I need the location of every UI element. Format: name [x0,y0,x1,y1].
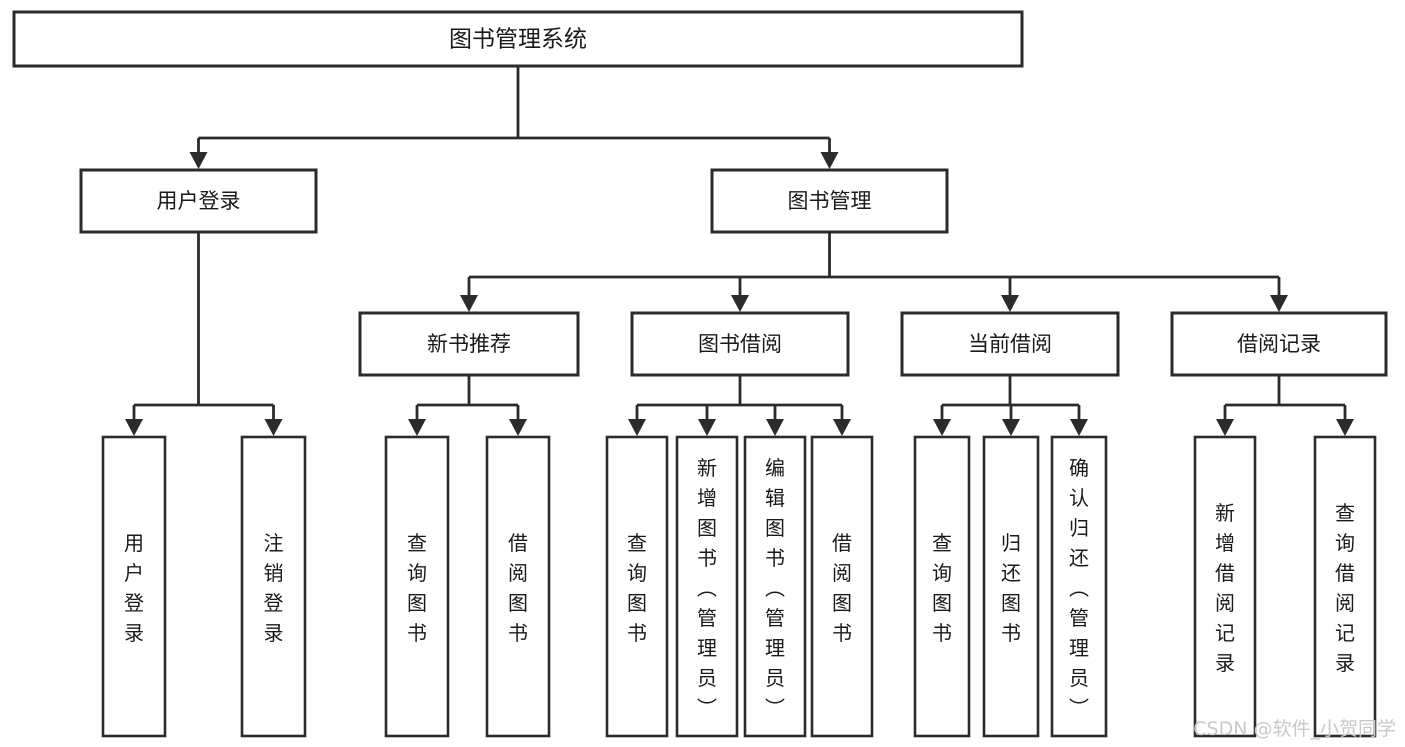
arrow-head [766,419,784,436]
node-leaf-7-label: 借阅图书 [832,531,852,645]
arrow-head [1216,419,1234,436]
arrow-head [628,419,646,436]
arrow-head [833,419,851,436]
node-level2-2-rect[interactable] [900,311,1120,377]
node-level1-0[interactable] [79,168,318,234]
node-level2-1-label: 图书借阅 [698,332,782,356]
node-leaf-12[interactable] [1313,435,1377,738]
node-leaf-2-label: 查询图书 [407,531,427,645]
arrow-head [264,419,283,436]
node-leaf-2-rect[interactable] [384,435,450,738]
node-leaf-7-rect[interactable] [810,435,874,738]
node-level2-2-label: 当前借阅 [968,332,1052,356]
node-leaf-3[interactable] [485,435,551,738]
arrow-head [1002,419,1020,436]
node-leaf-7[interactable] [810,435,874,738]
arrow-head [933,419,951,436]
node-leaf-6-label: 编辑图书︵管理员︶ [765,456,785,720]
node-leaf-4-label: 查询图书 [627,531,647,645]
node-leaf-11-rect[interactable] [1193,435,1257,738]
node-leaf-0[interactable] [101,435,167,738]
node-leaf-8-label: 查询图书 [932,531,952,645]
node-level1-0-label: 用户登录 [157,189,241,213]
node-leaf-4[interactable] [605,435,669,738]
arrow-head [698,419,716,436]
node-leaf-5-label: 新增图书︵管理员︶ [697,456,717,720]
node-layer: 图书管理系统用户登录图书管理新书推荐图书借阅当前借阅借阅记录用户登录注销登录查询… [12,10,1388,738]
arrow-head [189,152,208,169]
node-leaf-3-label: 借阅图书 [508,531,528,645]
arrow-head [1001,295,1019,312]
node-leaf-11[interactable] [1193,435,1257,738]
node-leaf-10-label: 确认归还︵管理员︶ [1069,456,1089,720]
node-leaf-12-label: 查询借阅记录 [1335,501,1355,675]
node-level1-1-rect[interactable] [710,168,949,234]
node-level2-3[interactable] [1170,311,1388,377]
csdn-watermark: CSDN @软件_小贺同学 [1193,718,1396,740]
node-leaf-6[interactable] [743,435,807,738]
arrow-head [820,152,839,169]
node-leaf-1-label: 注销登录 [264,531,284,645]
node-root-label: 图书管理系统 [449,27,587,53]
node-level2-2[interactable] [900,311,1120,377]
arrow-head [460,295,478,312]
node-leaf-1[interactable] [240,435,307,738]
node-leaf-9-label: 归还图书 [1001,531,1021,645]
node-leaf-10-rect[interactable] [1050,435,1108,738]
node-leaf-2[interactable] [384,435,450,738]
node-level1-1-label: 图书管理 [788,189,872,213]
node-leaf-11-label: 新增借阅记录 [1215,501,1235,675]
node-level2-1-rect[interactable] [630,311,850,377]
node-leaf-3-rect[interactable] [485,435,551,738]
arrow-head [1070,419,1088,436]
node-leaf-4-rect[interactable] [605,435,669,738]
node-leaf-8-rect[interactable] [913,435,971,738]
node-leaf-0-label: 用户登录 [124,531,144,645]
node-level2-0-rect[interactable] [358,311,580,377]
arrow-head [125,419,143,436]
node-leaf-9-rect[interactable] [982,435,1040,738]
node-leaf-10[interactable] [1050,435,1108,738]
arrow-head [1336,419,1354,436]
arrow-head [408,419,426,436]
node-leaf-9[interactable] [982,435,1040,738]
node-leaf-12-rect[interactable] [1313,435,1377,738]
node-leaf-6-rect[interactable] [743,435,807,738]
node-level1-1[interactable] [710,168,949,234]
node-root-rect[interactable] [12,10,1024,68]
node-root[interactable] [12,10,1024,68]
node-leaf-8[interactable] [913,435,971,738]
node-leaf-5-rect[interactable] [675,435,739,738]
node-level2-0[interactable] [358,311,580,377]
node-level1-0-rect[interactable] [79,168,318,234]
connector-layer [125,66,1354,436]
node-leaf-0-rect[interactable] [101,435,167,738]
node-leaf-5[interactable] [675,435,739,738]
node-level2-1[interactable] [630,311,850,377]
node-level2-0-label: 新书推荐 [427,332,511,356]
node-level2-3-rect[interactable] [1170,311,1388,377]
arrow-head [1270,295,1288,312]
node-leaf-1-rect[interactable] [240,435,307,738]
arrow-head [731,295,749,312]
arrow-head [509,419,527,436]
node-level2-3-label: 借阅记录 [1237,332,1321,356]
